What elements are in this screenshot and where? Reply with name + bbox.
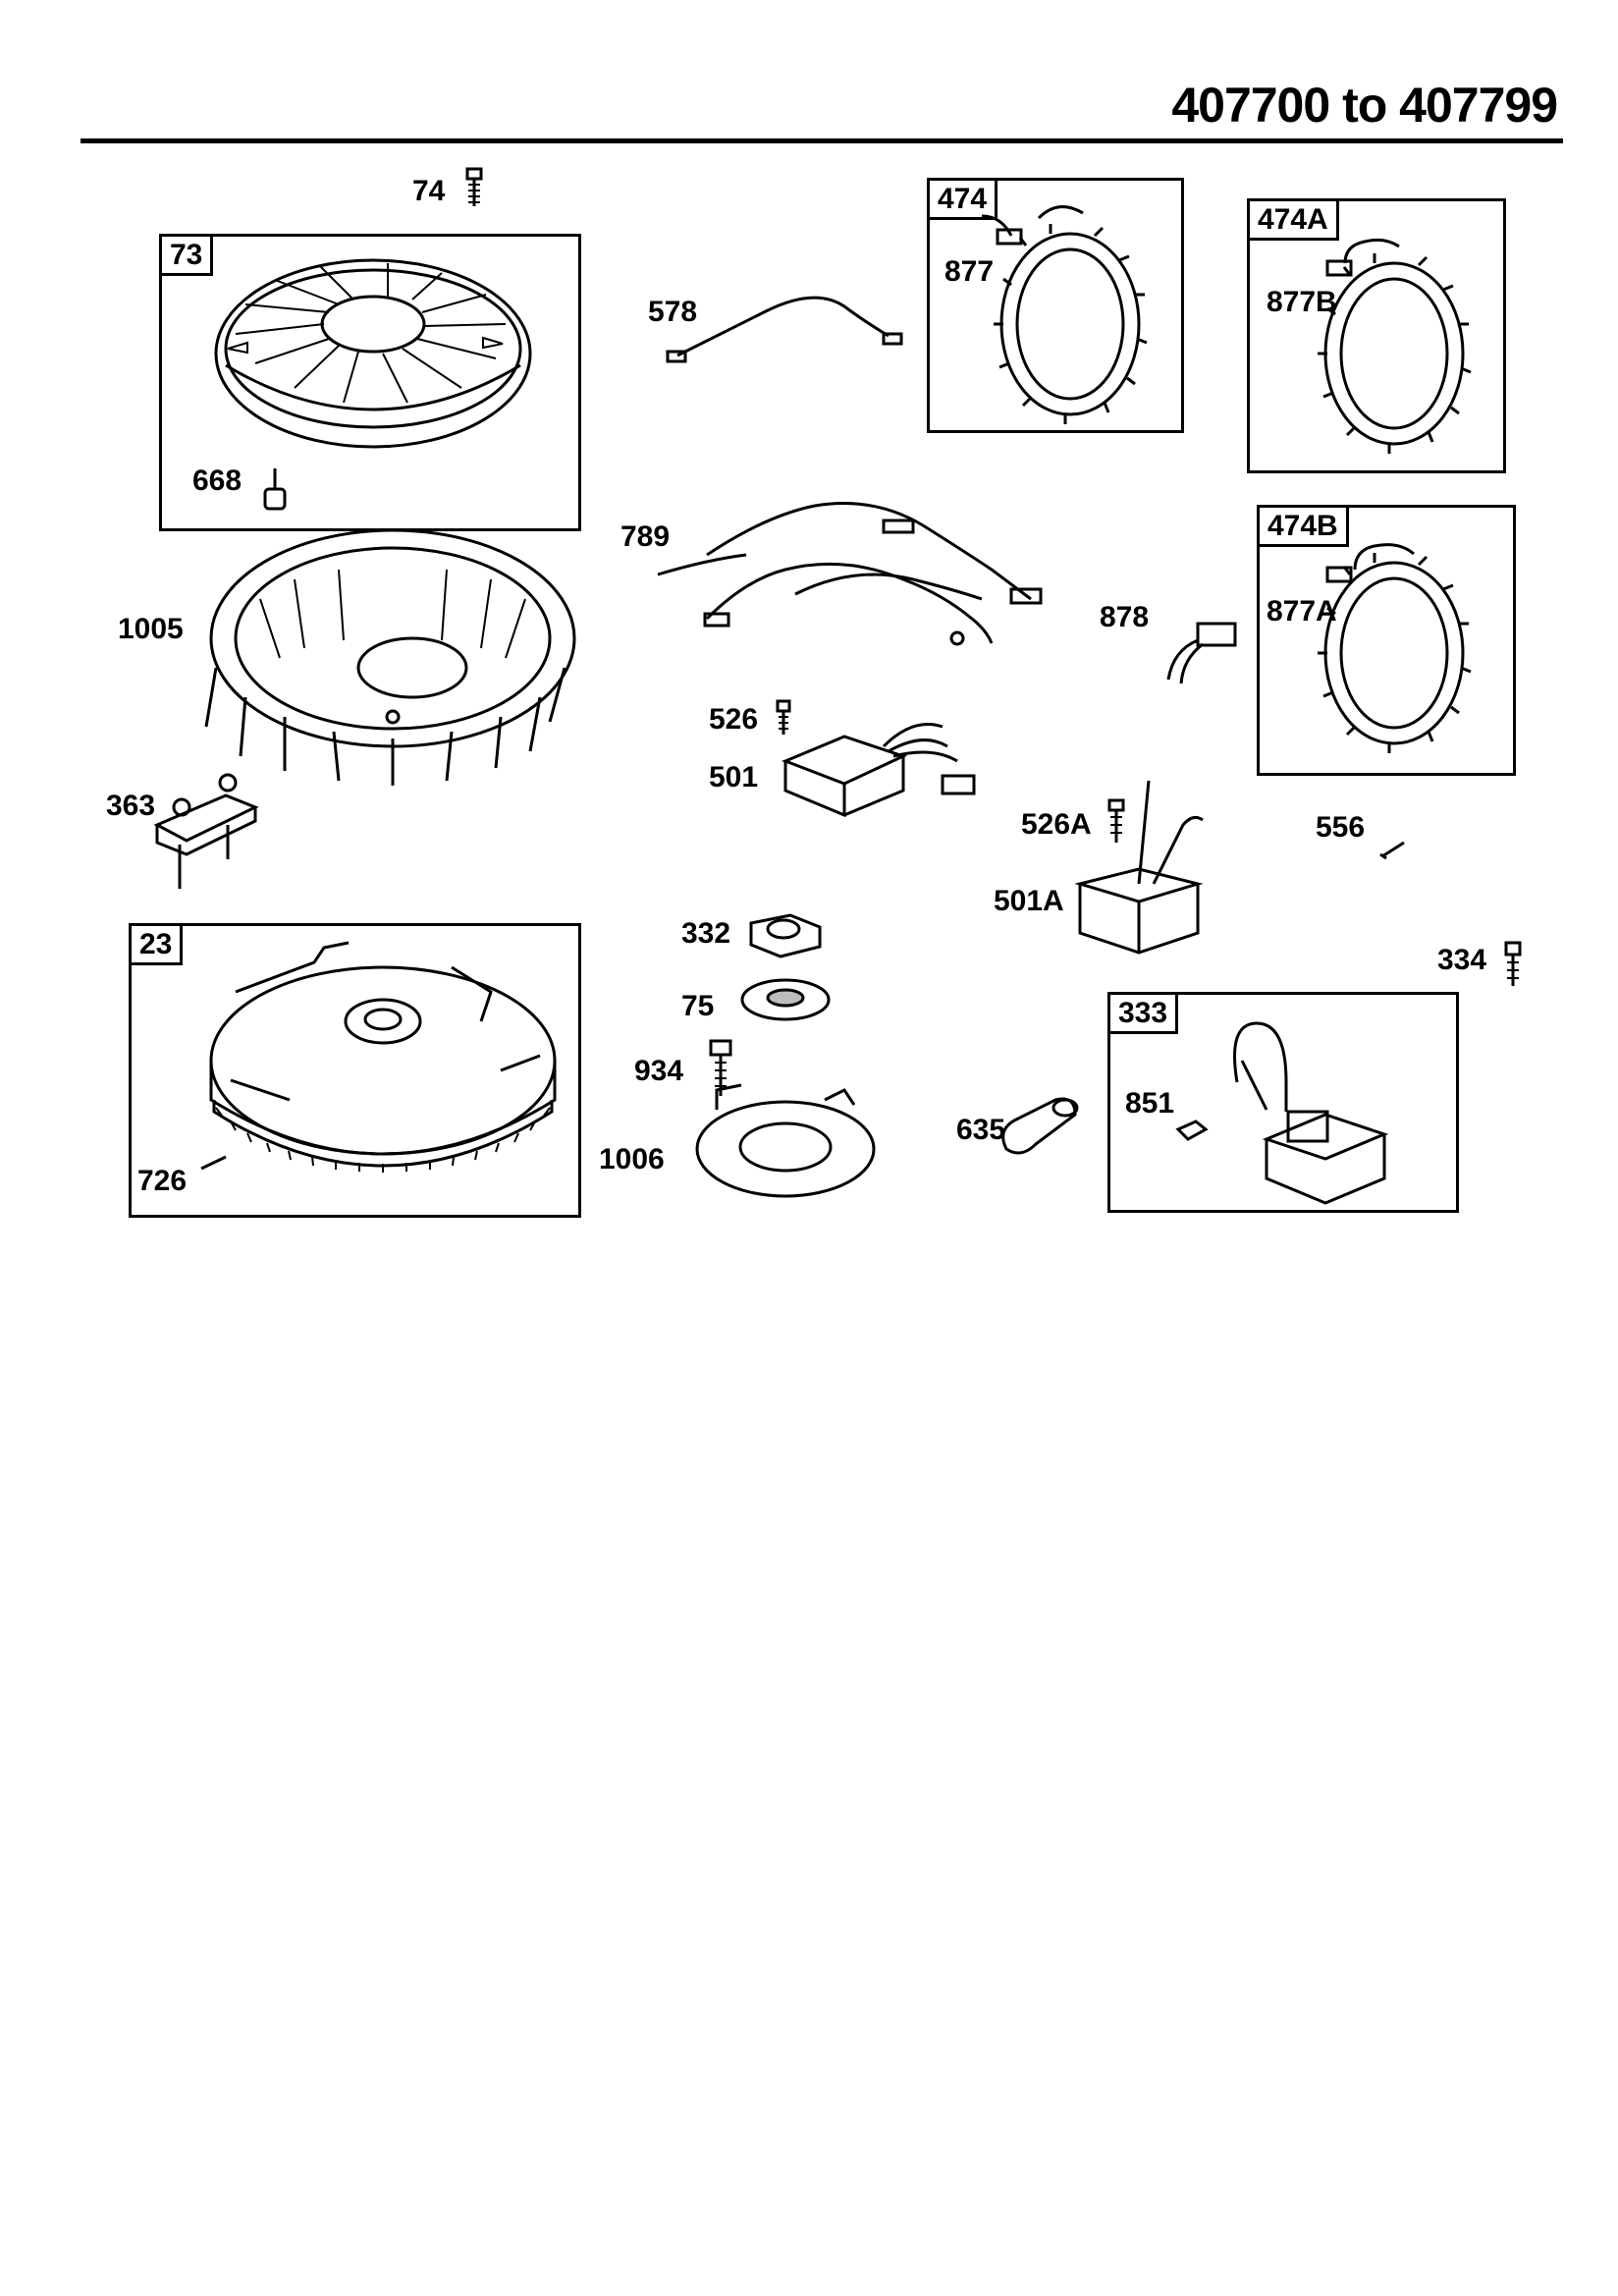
box-474: 474 [927, 178, 1184, 433]
flywheel-icon [200, 941, 557, 1173]
stator-coil-icon-474 [981, 205, 1148, 424]
callout-526: 526 [709, 703, 759, 736]
screw-icon-526 [776, 699, 791, 735]
callout-668: 668 [192, 465, 243, 497]
callout-556: 556 [1316, 811, 1366, 844]
screw-icon-334 [1504, 941, 1522, 986]
callout-526a: 526A [1021, 808, 1092, 841]
box-474a-label: 474A [1250, 201, 1339, 241]
fan-screen-icon [214, 258, 532, 449]
ignition-armature-icon [1074, 780, 1204, 955]
spark-plug-boot-icon [1001, 1097, 1079, 1155]
flywheel-fan-icon [204, 528, 576, 786]
header-rule [81, 138, 1563, 143]
ignition-armature-icon-333 [1175, 1021, 1389, 1205]
wire-harness-icon-578 [666, 296, 903, 363]
box-23-label: 23 [132, 926, 184, 965]
box-474b-label: 474B [1260, 508, 1349, 547]
callout-877b: 877B [1267, 286, 1337, 318]
starter-cup-icon [695, 1083, 876, 1198]
callout-635: 635 [956, 1114, 1006, 1146]
wire-harness-icon-789 [657, 502, 1043, 646]
callout-363: 363 [106, 790, 156, 822]
box-333: 333 [1107, 992, 1459, 1213]
screw-icon-526a [1107, 798, 1125, 843]
screw-icon-668 [263, 468, 287, 511]
callout-501a: 501A [994, 885, 1064, 917]
washer-icon [740, 978, 831, 1021]
connector-icon [1166, 622, 1237, 684]
callout-74: 74 [412, 175, 446, 207]
box-474b: 474B [1257, 505, 1516, 776]
callout-934: 934 [634, 1055, 684, 1087]
callout-75: 75 [681, 990, 715, 1022]
stator-coil-icon-474b [1318, 543, 1472, 753]
box-474-label: 474 [930, 181, 998, 220]
callout-334: 334 [1437, 944, 1487, 976]
callout-877a: 877A [1267, 595, 1337, 628]
box-73-label: 73 [162, 237, 214, 276]
callout-789: 789 [620, 520, 671, 553]
screw-icon-556 [1379, 841, 1405, 860]
callout-1006: 1006 [599, 1143, 665, 1175]
callout-1005: 1005 [118, 613, 184, 645]
bracket-icon [153, 773, 259, 889]
page-title: 407700 to 407799 [1171, 78, 1558, 133]
rectifier-icon [781, 723, 976, 818]
screw-icon-74 [465, 167, 483, 206]
stator-coil-icon-474a [1318, 238, 1472, 454]
box-474a: 474A [1247, 198, 1506, 473]
callout-501: 501 [709, 761, 759, 793]
callout-332: 332 [681, 917, 731, 950]
callout-878: 878 [1100, 601, 1150, 633]
box-333-label: 333 [1110, 995, 1179, 1034]
callout-877: 877 [944, 255, 995, 288]
nut-icon [749, 913, 822, 958]
box-23: 23 [129, 923, 581, 1218]
callout-726: 726 [137, 1165, 188, 1197]
callout-578: 578 [648, 296, 698, 328]
callout-851: 851 [1125, 1087, 1175, 1120]
